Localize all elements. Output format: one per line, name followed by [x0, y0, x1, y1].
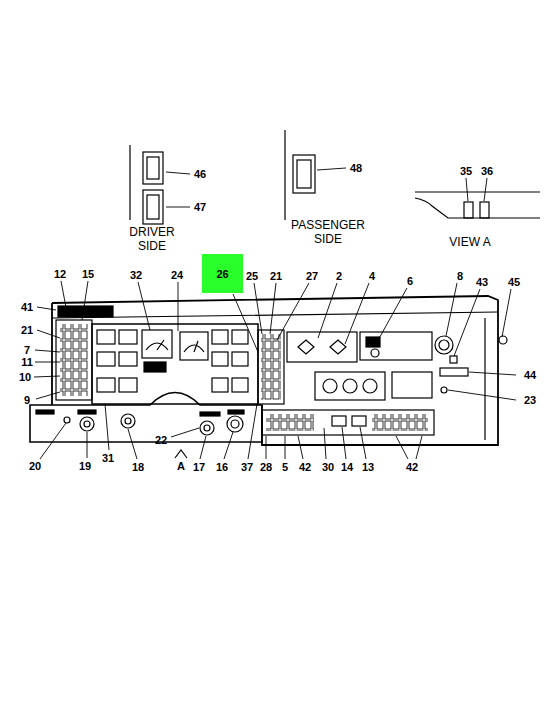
switch-column	[258, 330, 284, 404]
gauge	[180, 332, 208, 360]
view-outline	[415, 192, 540, 218]
callout-number: 13	[362, 461, 374, 474]
view-marker	[175, 450, 187, 458]
callout-number: 23	[524, 394, 536, 407]
callout-number: 30	[322, 461, 334, 474]
knob	[435, 336, 453, 354]
view-label: PASSENGER SIDE	[286, 219, 370, 247]
switch	[143, 152, 163, 184]
callout-number: 42	[299, 461, 311, 474]
callout-number: 8	[457, 270, 463, 283]
callout-number: 2	[336, 270, 342, 283]
callout-number: 17	[193, 461, 205, 474]
callout-number: 28	[260, 461, 272, 474]
switch-cluster	[56, 320, 92, 400]
switch	[293, 155, 315, 193]
callout-number: 21	[270, 270, 282, 283]
switch-strip	[262, 410, 434, 435]
view-label: VIEW A	[449, 236, 490, 250]
callout-number: 27	[306, 270, 318, 283]
callout-number: 47	[194, 201, 206, 214]
knob	[227, 416, 243, 432]
switch	[464, 202, 473, 218]
control-panel	[315, 372, 385, 400]
callout-number: 24	[171, 269, 183, 282]
callout-number: 15	[82, 268, 94, 281]
callout-number: 12	[54, 268, 66, 281]
callout-number: 45	[508, 276, 520, 289]
inset-border	[284, 130, 285, 220]
view-label: DRIVER SIDE	[121, 226, 183, 254]
switch	[297, 160, 311, 188]
callout-number: 4	[369, 270, 375, 283]
callout-number: 5	[282, 461, 288, 474]
gauge-cluster	[92, 324, 258, 404]
callout-number: 41	[21, 301, 33, 314]
screw	[499, 336, 507, 344]
callout-number: 9	[24, 394, 30, 407]
callout-number: 19	[79, 460, 91, 473]
knob	[80, 417, 94, 431]
inset-border	[129, 145, 130, 220]
knob	[200, 421, 214, 435]
callout-number: 43	[476, 276, 488, 289]
view-label: A	[177, 460, 185, 473]
callout-number: 10	[19, 371, 31, 384]
callout-number: 25	[246, 270, 258, 283]
switch	[147, 157, 159, 179]
gauge	[142, 330, 172, 358]
knob	[121, 414, 135, 428]
callout-number: 37	[241, 461, 253, 474]
leader-lines	[34, 168, 516, 459]
dash-panel	[52, 296, 498, 445]
callout-number: 48	[350, 162, 362, 175]
highlight-box: 26	[202, 254, 243, 293]
callout-number: 35	[460, 165, 472, 178]
callout-number: 21	[21, 324, 33, 337]
callout-number: 32	[130, 269, 142, 282]
switch	[147, 195, 159, 219]
callout-number: 31	[102, 452, 114, 465]
callout-number: 22	[155, 434, 167, 447]
callout-number: 36	[481, 165, 493, 178]
callout-number: 16	[216, 461, 228, 474]
callout-number: 20	[29, 460, 41, 473]
callout-number: 14	[341, 461, 353, 474]
callout-number: 6	[407, 275, 413, 288]
switch	[480, 202, 489, 218]
radio	[287, 332, 357, 362]
switch	[143, 190, 163, 224]
callout-number: 18	[132, 461, 144, 474]
callout-number: 7	[24, 344, 30, 357]
callout-number: 26	[216, 268, 228, 280]
callout-number: 11	[21, 356, 33, 369]
callout-number: 42	[406, 461, 418, 474]
callout-number: 44	[524, 369, 536, 382]
panel-edge	[52, 312, 498, 318]
callout-number: 46	[194, 168, 206, 181]
climate-panel	[360, 332, 432, 360]
